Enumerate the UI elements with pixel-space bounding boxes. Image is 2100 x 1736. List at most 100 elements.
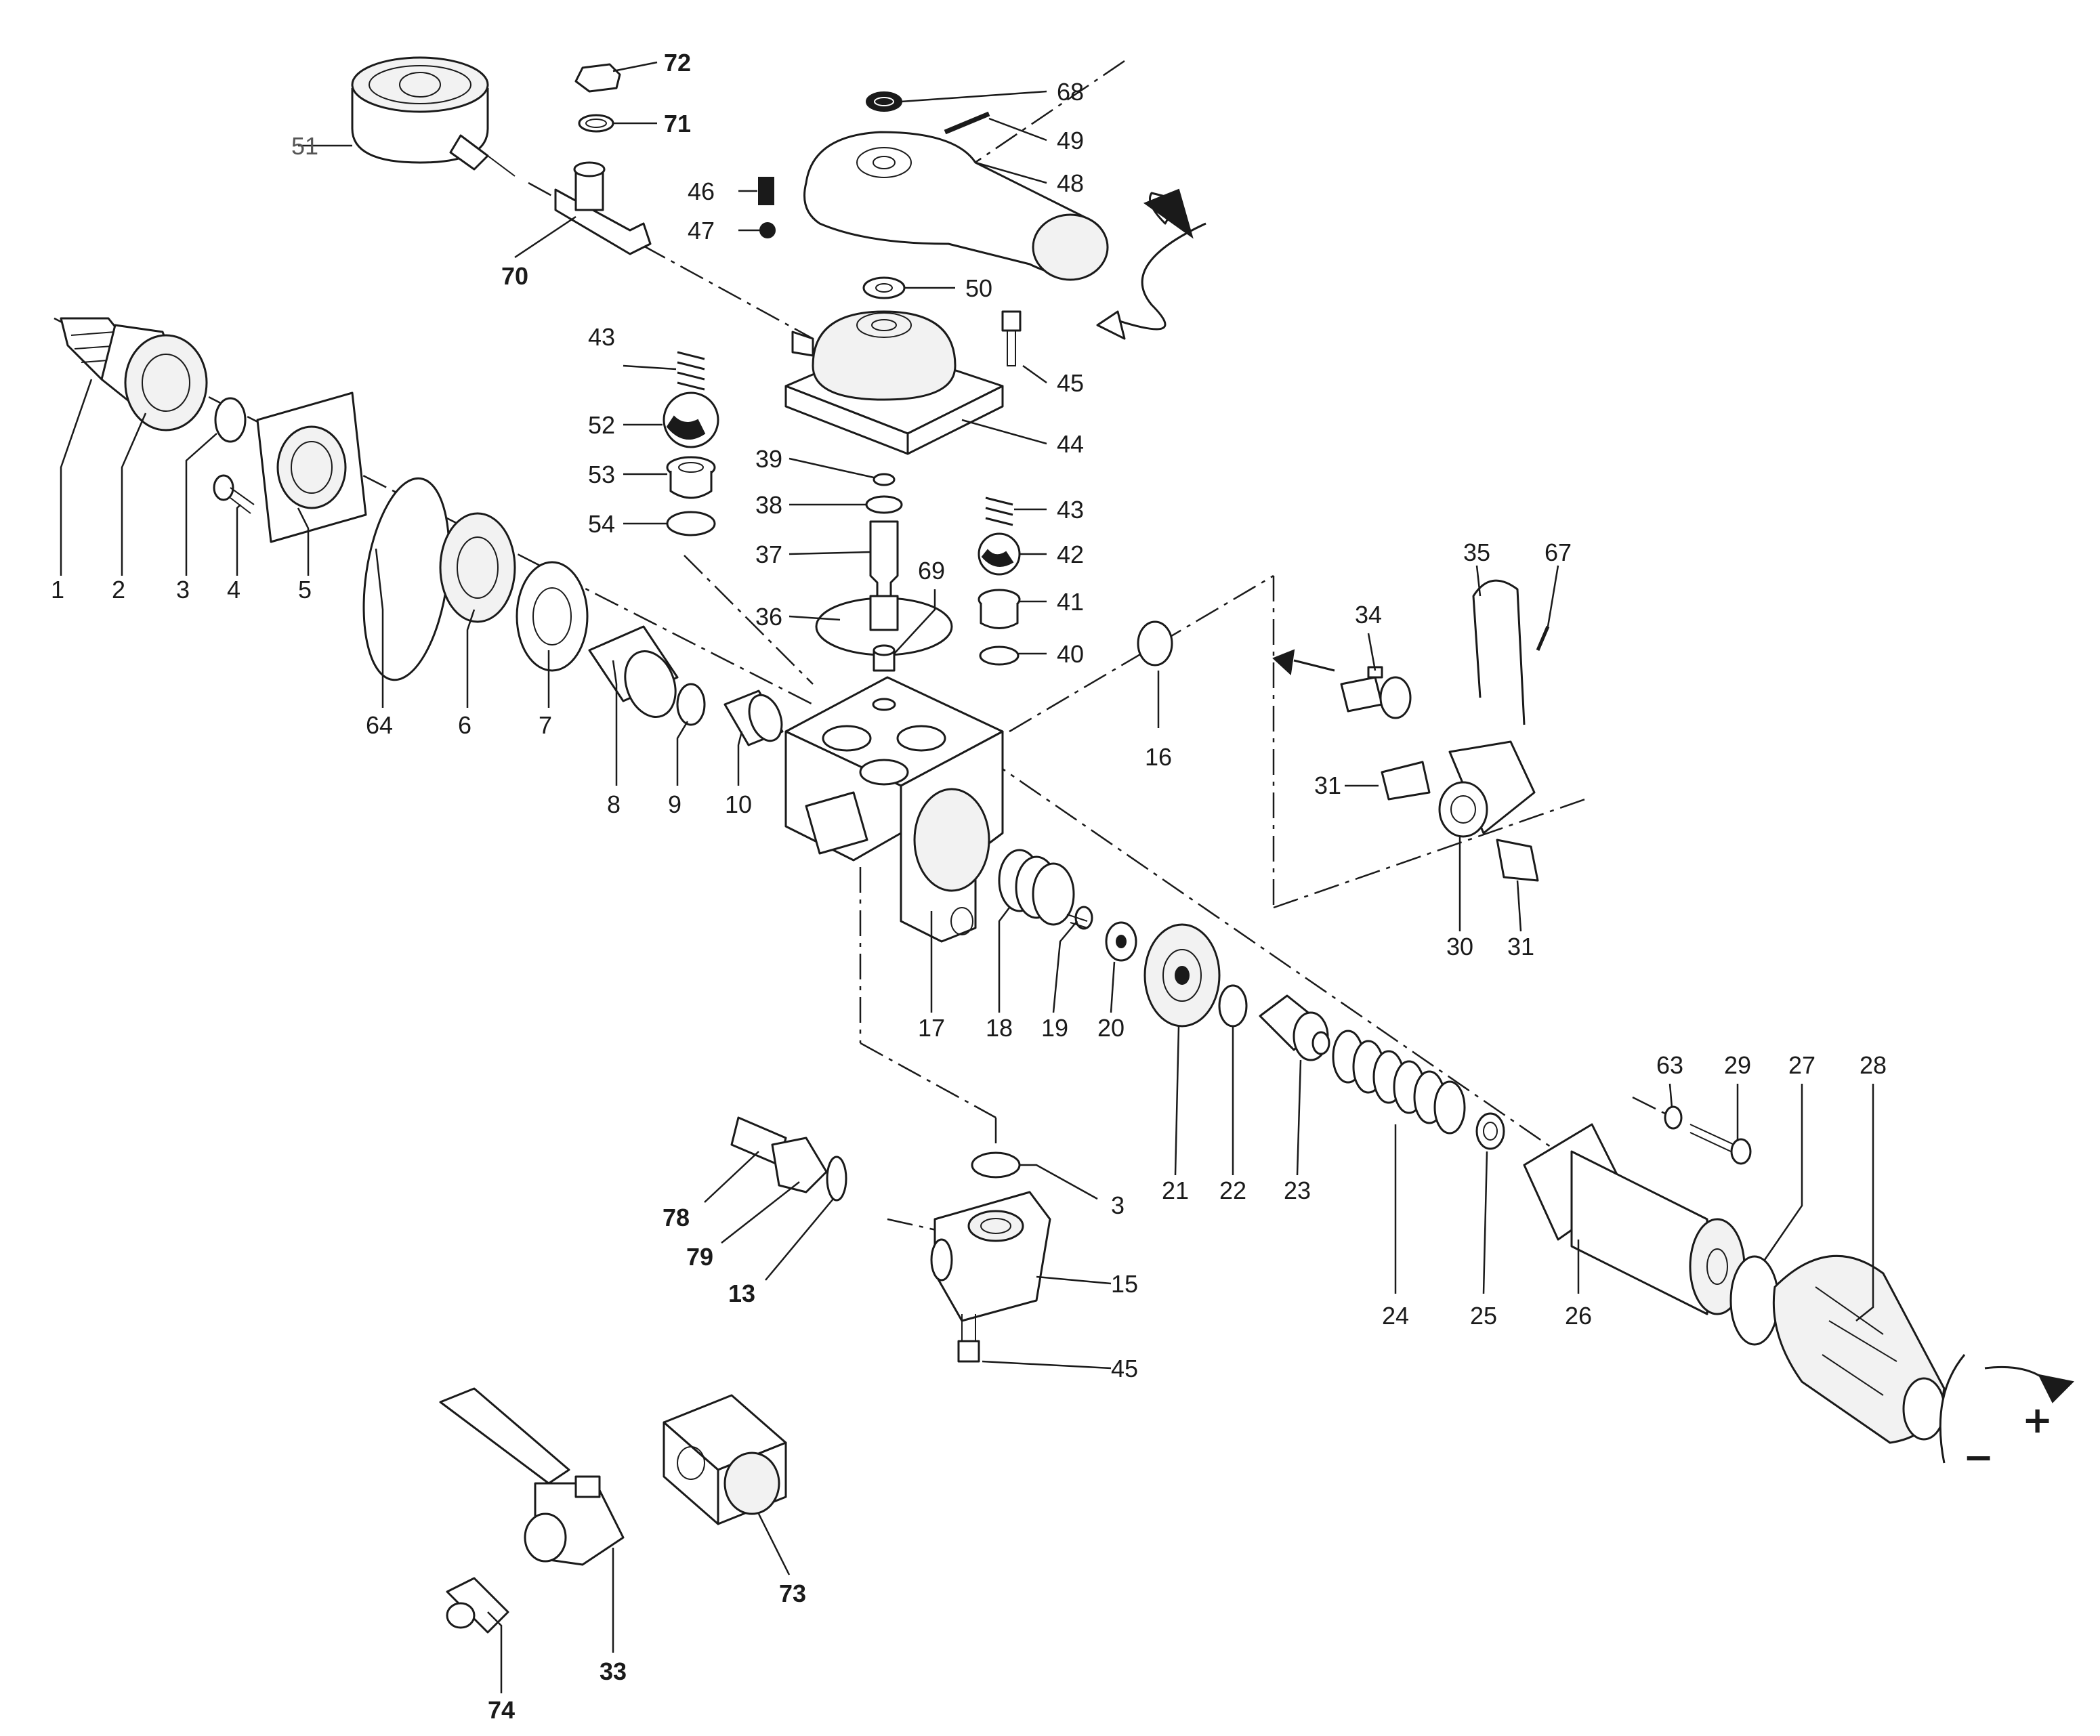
callout-42: 42 — [1057, 541, 1084, 568]
valve-head-illustration — [784, 310, 1004, 455]
o-ring-9-illustration — [676, 683, 706, 726]
ball-47-illustration — [759, 222, 776, 238]
washer-13-illustration — [826, 1156, 847, 1202]
clip-31-top-illustration — [1381, 761, 1431, 801]
o-ring-22-illustration — [1218, 984, 1248, 1028]
ball-42-illustration — [978, 532, 1021, 576]
valve-plate-7-illustration — [516, 561, 589, 672]
callout-7: 7 — [539, 711, 552, 739]
callout-46: 46 — [688, 177, 715, 205]
callout-39: 39 — [755, 445, 782, 473]
callout-8: 8 — [607, 790, 621, 818]
washer-63-illustration — [1664, 1105, 1683, 1130]
valve-seat-41-illustration — [978, 589, 1021, 629]
callout-52: 52 — [588, 411, 615, 439]
callout-47: 47 — [688, 217, 715, 245]
callout-25: 25 — [1470, 1302, 1497, 1330]
callout-15: 15 — [1111, 1270, 1138, 1298]
leader-lines — [60, 61, 1874, 1693]
callout-50: 50 — [965, 274, 992, 302]
adjusting-knob-illustration — [1772, 1254, 1946, 1444]
callout-63: 63 — [1656, 1051, 1683, 1079]
callout-36: 36 — [755, 603, 782, 631]
callout-79: 79 — [686, 1243, 713, 1271]
lever-knob-68-illustration — [866, 91, 902, 112]
elbow-fitting-illustration — [1438, 740, 1536, 838]
callout-labels: 1 2 3 4 5 64 6 7 8 9 10 51 72 71 70 68 4… — [51, 49, 1887, 1724]
hose-tail-74-illustration — [446, 1577, 509, 1634]
callout-31-left: 31 — [1314, 771, 1341, 799]
callout-9: 9 — [668, 790, 681, 818]
valve-seat-53-illustration — [666, 456, 716, 499]
callout-37: 37 — [755, 541, 782, 568]
spring-24-illustration — [1332, 1030, 1466, 1135]
gasket-71-illustration — [578, 114, 614, 133]
washer-25-illustration — [1475, 1112, 1505, 1150]
o-ring-16-illustration — [1137, 620, 1173, 666]
callout-35: 35 — [1463, 538, 1490, 566]
callout-10: 10 — [725, 790, 752, 818]
piston-23-illustration — [1259, 994, 1330, 1061]
callout-3-left: 3 — [176, 576, 190, 604]
callout-49: 49 — [1057, 127, 1084, 154]
o-ring-3-bottom-illustration — [971, 1151, 1021, 1179]
callout-26: 26 — [1565, 1302, 1592, 1330]
callout-16: 16 — [1145, 743, 1172, 771]
callout-45-top: 45 — [1057, 369, 1084, 397]
hose-fitting-illustration — [60, 317, 208, 431]
tee-fitting-illustration — [554, 161, 652, 255]
callout-74: 74 — [488, 1696, 515, 1724]
callout-72: 72 — [664, 49, 691, 77]
bolt-45-bottom-illustration — [957, 1314, 980, 1363]
control-lever-illustration — [803, 131, 1109, 281]
callout-20: 20 — [1097, 1014, 1125, 1042]
diaphragm-36-illustration — [815, 595, 953, 656]
callout-43-right: 43 — [1057, 496, 1084, 524]
callout-38: 38 — [755, 491, 782, 519]
adaptor-73-illustration — [663, 1394, 787, 1525]
ball-52-illustration — [663, 391, 719, 448]
callout-48: 48 — [1057, 169, 1084, 197]
callout-5: 5 — [298, 576, 312, 604]
callout-73: 73 — [779, 1580, 806, 1607]
callout-45-bottom: 45 — [1111, 1355, 1138, 1382]
nut-79-illustration — [771, 1137, 828, 1193]
callout-31-right: 31 — [1507, 933, 1534, 960]
disc-21-illustration — [1143, 923, 1221, 1028]
callout-27: 27 — [1788, 1051, 1815, 1079]
callout-17: 17 — [918, 1014, 945, 1042]
callout-53: 53 — [588, 461, 615, 488]
screw-19-illustration — [1066, 906, 1093, 930]
callout-24: 24 — [1382, 1302, 1409, 1330]
callout-70: 70 — [501, 262, 528, 290]
bolt-45-top-illustration — [1001, 310, 1022, 366]
spring-18-illustration — [998, 849, 1075, 926]
clip-31-bottom-illustration — [1496, 839, 1539, 882]
screw-29-illustration — [1689, 1124, 1752, 1165]
callout-19: 19 — [1041, 1014, 1068, 1042]
rotate-lever-arrow-icon — [1096, 188, 1206, 340]
callout-1: 1 — [51, 576, 64, 604]
callout-29: 29 — [1724, 1051, 1751, 1079]
callout-51: 51 — [291, 132, 318, 160]
ball-valve-illustration — [439, 1387, 625, 1566]
clip-35-illustration — [1472, 579, 1526, 725]
bushing-10-illustration — [723, 690, 784, 746]
ring-38-illustration — [865, 495, 903, 514]
callout-6: 6 — [458, 711, 471, 739]
adjust-plus-symbol: + — [2022, 1399, 2053, 1441]
pump-body-illustration — [784, 676, 1004, 943]
outlet-elbow-illustration — [930, 1191, 1051, 1322]
callout-40: 40 — [1057, 640, 1084, 668]
o-ring-40-illustration — [979, 645, 1020, 666]
callout-43-left: 43 — [588, 323, 615, 351]
callout-30: 30 — [1446, 933, 1473, 960]
sleeve-8-illustration — [588, 625, 679, 718]
callout-21: 21 — [1162, 1177, 1189, 1204]
callout-64: 64 — [366, 711, 393, 739]
o-ring-54-illustration — [666, 511, 716, 536]
flow-direction-arrow-icon — [1272, 649, 1335, 676]
spring-46-illustration — [758, 177, 774, 205]
regulator-cylinder-illustration — [1523, 1123, 1746, 1315]
